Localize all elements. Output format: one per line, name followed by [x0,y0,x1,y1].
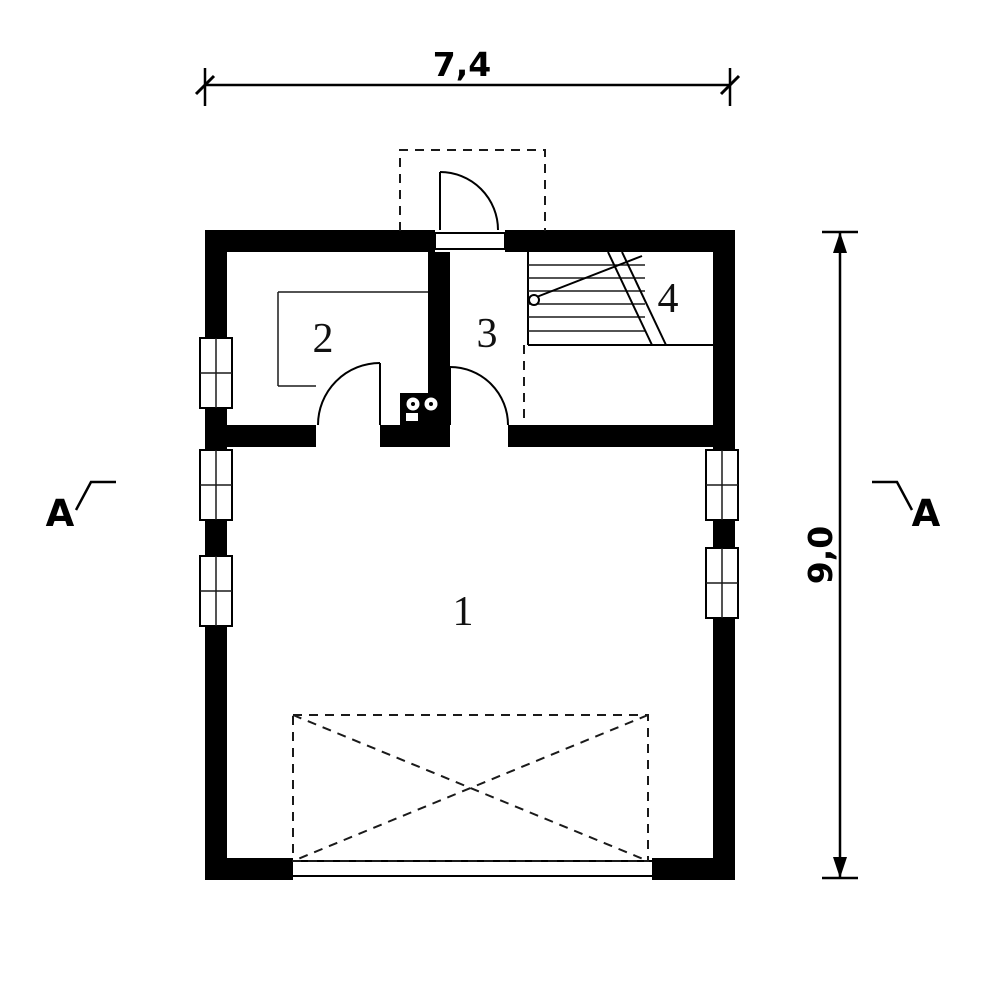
window-left-3 [199,555,233,627]
right-dimension-arrow-top [833,232,847,253]
wall-left-segment-3 [205,520,227,556]
interior-doors [317,362,509,426]
interior-walls [227,252,713,447]
garage-area [292,714,652,877]
door-room-3 [449,366,509,426]
top-dimension: 7,4 [194,45,741,106]
stairs-break-line-2 [621,251,667,346]
interior-wall-horizontal-1 [227,425,316,447]
entrance [399,149,546,250]
room-label-2: 2 [313,316,334,362]
top-dimension-tick-left [194,74,216,96]
parking-dashed-rect [292,714,649,862]
height-dimension-label: 9,0 [801,526,840,584]
interior-wall-horizontal-3 [508,425,713,447]
wall-top-left-segment [205,230,435,252]
stove-burner-right-dot [429,402,433,406]
section-marker-right: A [872,480,941,535]
room-label-3: 3 [477,311,498,357]
windows [199,337,739,627]
interior-wall-vertical [428,252,450,425]
interior-wall-horizontal-2 [380,425,450,447]
stove-symbol [400,393,446,425]
entrance-threshold [434,232,506,250]
window-right-2 [705,547,739,619]
stove-burner-left-dot [411,402,415,406]
stairs-break-line-1 [607,251,653,346]
top-dimension-tick-right [719,74,741,96]
section-label-right: A [912,492,941,535]
wall-right-segment-1 [713,230,735,450]
wall-left-segment-1 [205,230,227,338]
stove-panel [406,413,418,421]
stairs-railing-line [533,255,643,299]
section-mark-right-flag [872,480,914,511]
wall-right-segment-3 [713,618,735,858]
section-mark-left-flag [74,480,116,511]
window-left-2 [199,449,233,521]
stairs-newel-post [528,294,540,306]
door-room-3-swing [449,366,509,426]
exterior-walls [205,230,735,880]
room-labels: 1 2 3 4 [313,276,679,635]
entrance-door-swing [439,171,499,231]
porch-outline [399,149,546,231]
right-dimension: 9,0 [801,230,858,880]
section-label-left: A [46,492,75,535]
room-label-1: 1 [453,589,474,635]
door-room-2 [317,362,381,426]
stairs [523,251,713,425]
door-room-2-swing [317,362,381,426]
room-label-4: 4 [658,276,679,322]
wall-bottom-right-segment [652,858,735,880]
wall-left-segment-2 [205,408,227,450]
window-left-1 [199,337,233,409]
wall-left-segment-4 [205,626,227,858]
wall-top-right-segment [505,230,735,252]
room-2-partition-outline [277,291,428,387]
wall-bottom-left-segment [205,858,293,880]
right-dimension-arrow-bottom [833,857,847,878]
section-marker-left: A [46,480,116,535]
wall-right-segment-2 [713,520,735,548]
window-right-1 [705,449,739,521]
width-dimension-label: 7,4 [433,45,491,84]
